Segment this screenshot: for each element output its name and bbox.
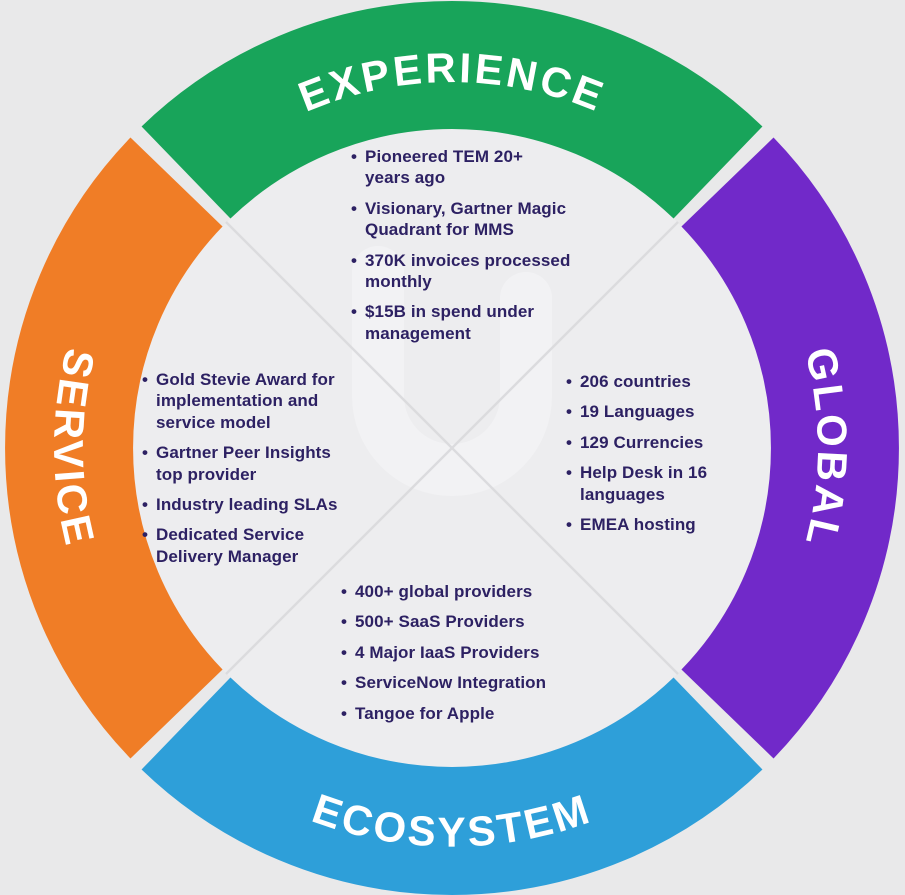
list-item: Industry leading SLAs bbox=[141, 494, 366, 516]
tangoe-u-logo-watermark-icon bbox=[352, 246, 552, 496]
service-arc-segment bbox=[5, 137, 224, 759]
ecosystem-items: 400+ global providers 500+ SaaS Provider… bbox=[340, 581, 595, 733]
list-item: Visionary, Gartner Magic Quadrant for MM… bbox=[350, 198, 600, 241]
ecosystem-arc-segment bbox=[141, 676, 763, 895]
list-item: Gartner Peer Insights top provider bbox=[141, 442, 366, 485]
list-item: ServiceNow Integration bbox=[340, 672, 595, 694]
list-item: EMEA hosting bbox=[565, 514, 750, 536]
experience-items: Pioneered TEM 20+ years ago Visionary, G… bbox=[350, 146, 600, 353]
global-items: 206 countries 19 Languages 129 Currencie… bbox=[565, 371, 750, 544]
list-item: $15B in spend under management bbox=[350, 301, 600, 344]
experience-arc-segment bbox=[141, 1, 763, 220]
divider-line-ne-sw bbox=[225, 221, 679, 675]
list-item: 206 countries bbox=[565, 371, 750, 393]
service-label: SERVICE bbox=[45, 345, 104, 551]
list-item: Gold Stevie Award for implementation and… bbox=[141, 369, 366, 433]
list-item: Pioneered TEM 20+ years ago bbox=[350, 146, 600, 189]
list-item: 500+ SaaS Providers bbox=[340, 611, 595, 633]
list-item: 400+ global providers bbox=[340, 581, 595, 603]
list-item: Tangoe for Apple bbox=[340, 703, 595, 725]
service-items: Gold Stevie Award for implementation and… bbox=[141, 369, 366, 576]
list-item: 19 Languages bbox=[565, 401, 750, 423]
global-arc-segment bbox=[680, 137, 899, 759]
list-item: 129 Currencies bbox=[565, 432, 750, 454]
list-item: 370K invoices processed monthly bbox=[350, 250, 600, 293]
list-item: 4 Major IaaS Providers bbox=[340, 642, 595, 664]
list-item: Help Desk in 16 languages bbox=[565, 462, 750, 505]
list-item: Dedicated Service Delivery Manager bbox=[141, 524, 366, 567]
